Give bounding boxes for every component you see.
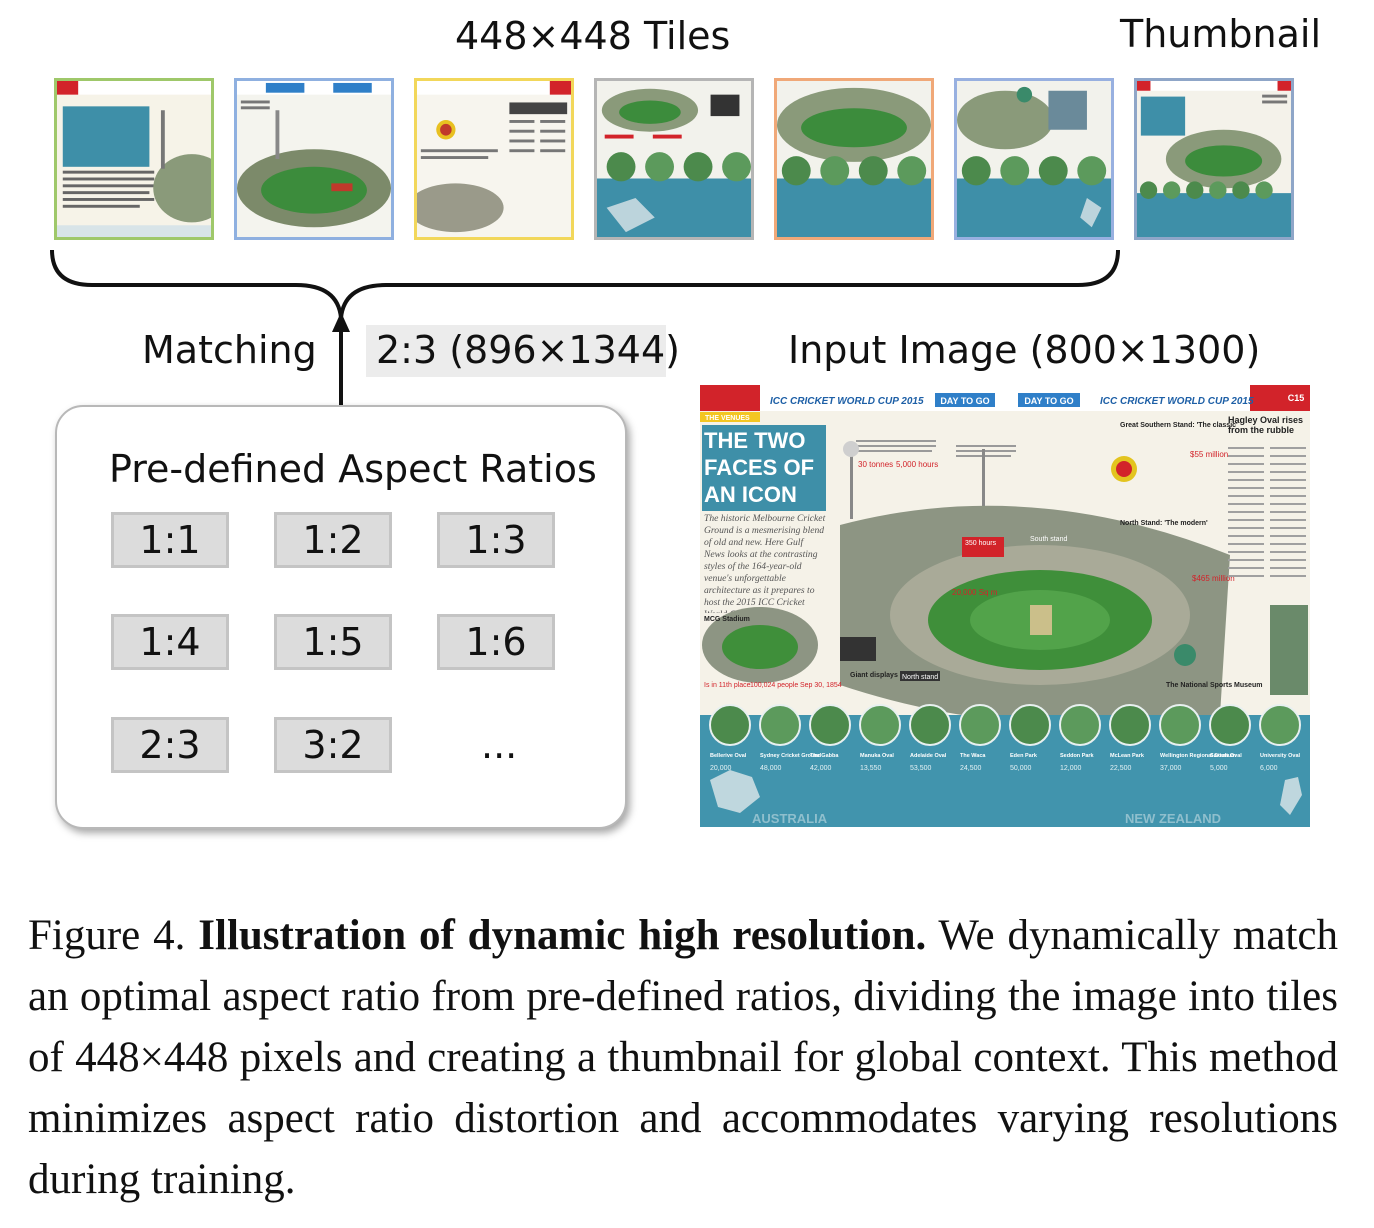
day-banner-left: DAY TO GO bbox=[940, 396, 989, 406]
tile-3 bbox=[414, 78, 574, 240]
tile-6 bbox=[954, 78, 1114, 240]
stat-100024: 100,024 people bbox=[750, 682, 798, 689]
tile-2 bbox=[234, 78, 394, 240]
venue-name: Wellington Regional Stadium bbox=[1160, 753, 1236, 759]
venue-photo bbox=[1009, 704, 1051, 746]
ratio-3-2: 3:2 bbox=[274, 717, 392, 773]
headline: THE TWO FACES OF AN ICON bbox=[704, 428, 815, 507]
venue-capacity: 42,000 bbox=[810, 765, 832, 772]
input-newspaper-image: C15 ICC CRICKET WORLD CUP 2015 ICC CRICK… bbox=[700, 385, 1310, 827]
day-banner-right: DAY TO GO bbox=[1024, 396, 1073, 406]
venue-name: Saxton Oval bbox=[1210, 753, 1242, 759]
region-australia: AUSTRALIA bbox=[752, 811, 828, 826]
venue-photo bbox=[1209, 704, 1251, 746]
thumbnail-heading: Thumbnail bbox=[1120, 12, 1322, 56]
venue-name: Bellerive Oval bbox=[710, 753, 747, 759]
venue-photo bbox=[809, 704, 851, 746]
venue-name: The Gabba bbox=[810, 753, 839, 759]
venue-name: McLean Park bbox=[1110, 753, 1145, 759]
venue-name: Adelaide Oval bbox=[910, 753, 947, 759]
caption-title: Illustration of dynamic high resolution. bbox=[198, 912, 927, 959]
venue-capacity: 24,500 bbox=[960, 765, 982, 772]
venue-capacity: 6,000 bbox=[1260, 765, 1278, 772]
ratio-1-4: 1:4 bbox=[111, 614, 229, 670]
brace-and-arrow bbox=[50, 249, 1120, 405]
venue-capacity: 37,000 bbox=[1160, 765, 1182, 772]
matched-ratio-label: 2:3 (896×1344) bbox=[376, 328, 680, 372]
ratio-1-6: 1:6 bbox=[437, 614, 555, 670]
tile-4 bbox=[594, 78, 754, 240]
ratio-ellipsis: ... bbox=[481, 723, 518, 767]
venue-name: Seddon Park bbox=[1060, 753, 1095, 759]
section-label: THE VENUES bbox=[705, 415, 750, 422]
stat-hours: 5,000 hours bbox=[896, 460, 938, 469]
ratio-1-2: 1:2 bbox=[274, 512, 392, 568]
venue-capacity: 5,000 bbox=[1210, 765, 1228, 772]
aspect-ratio-panel: Pre-defined Aspect Ratios 1:1 1:2 1:3 1:… bbox=[55, 405, 627, 829]
venue-capacity: 13,550 bbox=[860, 765, 882, 772]
ratio-1-5: 1:5 bbox=[274, 614, 392, 670]
stand-classic: Great Southern Stand: 'The classic' bbox=[1120, 422, 1238, 429]
venue-capacity: 20,000 bbox=[710, 765, 732, 772]
stat-11th-place: Is in 11th place bbox=[704, 682, 751, 689]
label-museum: The National Sports Museum bbox=[1166, 682, 1262, 689]
deck: The historic Melbourne Cricket Ground is… bbox=[704, 513, 826, 613]
figure-caption: Figure 4. Illustration of dynamic high r… bbox=[28, 905, 1338, 1210]
stat-465-million: $465 million bbox=[1192, 574, 1235, 583]
venue-photo bbox=[859, 704, 901, 746]
ratio-2-3: 2:3 bbox=[111, 717, 229, 773]
venue-photo bbox=[959, 704, 1001, 746]
stand-modern: North Stand: 'The modern' bbox=[1120, 520, 1208, 527]
venue-photo bbox=[1159, 704, 1201, 746]
caption-body: We dynamically match an optimal aspect r… bbox=[28, 912, 1338, 1203]
ratio-1-3: 1:3 bbox=[437, 512, 555, 568]
venue-photo bbox=[1059, 704, 1101, 746]
header-right: ICC CRICKET WORLD CUP 2015 bbox=[1100, 396, 1254, 407]
venue-photo bbox=[1259, 704, 1301, 746]
matching-label: Matching bbox=[142, 328, 317, 372]
matched-ratio-highlight bbox=[366, 325, 666, 377]
ratio-1-1: 1:1 bbox=[111, 512, 229, 568]
venue-capacity: 22,500 bbox=[1110, 765, 1132, 772]
label-north-stand: North stand bbox=[902, 674, 938, 681]
page-right-number: C15 bbox=[1288, 393, 1305, 403]
venue-capacity: 50,000 bbox=[1010, 765, 1032, 772]
venue-photo bbox=[909, 704, 951, 746]
stat-350-hours: 350 hours bbox=[965, 540, 997, 547]
venue-photo bbox=[759, 704, 801, 746]
stat-sq-m: 20,000 Sq m bbox=[952, 588, 998, 597]
tile-thumbnail bbox=[1134, 78, 1294, 240]
venue-name: Eden Park bbox=[1010, 753, 1038, 759]
label-south-stand: South stand bbox=[1030, 536, 1067, 543]
venue-photo bbox=[1109, 704, 1151, 746]
venue-name: Sydney Cricket Ground bbox=[760, 753, 821, 759]
stat-tonnes: 30 tonnes bbox=[858, 460, 893, 469]
tile-5 bbox=[774, 78, 934, 240]
label-giant-displays: Giant displays bbox=[850, 672, 898, 679]
venue-row: Bellerive Oval 20,000 Sydney Cricket Groun… bbox=[709, 704, 1301, 772]
venue-capacity: 12,000 bbox=[1060, 765, 1082, 772]
venue-name: The Waca bbox=[960, 753, 986, 759]
venue-name: University Oval bbox=[1260, 753, 1301, 759]
caption-prefix: Figure 4. bbox=[28, 912, 186, 959]
tiles-heading: 448×448 Tiles bbox=[455, 14, 731, 58]
stat-55-million: $55 million bbox=[1190, 450, 1228, 459]
venue-capacity: 53,500 bbox=[910, 765, 932, 772]
venue-photo bbox=[709, 704, 751, 746]
venue-name: Manuka Oval bbox=[860, 753, 894, 759]
side-headline: Hagley Oval rises from the rubble bbox=[1228, 415, 1304, 435]
region-new-zealand: NEW ZEALAND bbox=[1125, 811, 1221, 826]
stat-sep-1854: Sep 30, 1854 bbox=[800, 682, 842, 689]
header-left: ICC CRICKET WORLD CUP 2015 bbox=[770, 396, 924, 407]
label-mcg: MCG Stadium bbox=[704, 616, 750, 623]
input-image-label: Input Image (800×1300) bbox=[788, 328, 1261, 372]
panel-title: Pre-defined Aspect Ratios bbox=[109, 447, 597, 491]
tile-1 bbox=[54, 78, 214, 240]
venue-capacity: 48,000 bbox=[760, 765, 782, 772]
